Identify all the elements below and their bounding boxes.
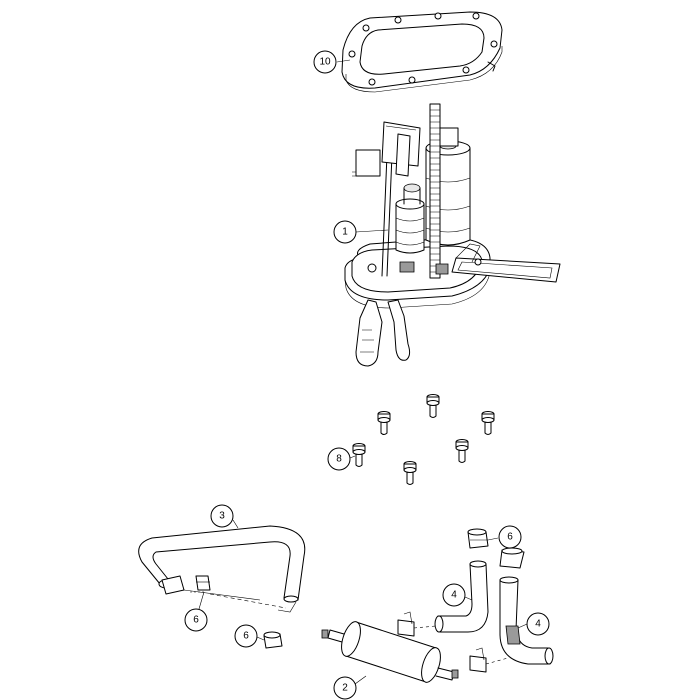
screw	[455, 439, 469, 463]
part-2-fuel-filter	[321, 611, 509, 683]
screw	[377, 411, 391, 435]
part-6-clamp	[467, 528, 489, 549]
callout-6c-label: 6	[243, 631, 249, 642]
callout-3: 3	[210, 504, 239, 529]
callout-6b-label: 6	[193, 615, 199, 626]
callout-6c: 6	[234, 624, 265, 648]
part-6-clamp	[263, 631, 283, 649]
part-4-hose	[434, 560, 489, 633]
callout-2-label: 2	[342, 683, 348, 694]
part-1-fuel-pump	[344, 103, 561, 367]
screw	[352, 443, 366, 467]
callout-4a: 4	[442, 583, 473, 607]
part-3-hose	[138, 525, 306, 613]
corrugated-pipe	[429, 103, 441, 279]
callout-10-label: 10	[319, 57, 331, 68]
part-4-hose	[499, 576, 554, 665]
callout-10: 10	[313, 50, 351, 74]
screw	[403, 461, 417, 485]
callout-1-label: 1	[342, 227, 348, 238]
callout-3-label: 3	[219, 511, 225, 522]
callout-8-label: 8	[336, 454, 342, 465]
callout-8: 8	[327, 447, 356, 471]
callout-6a-label: 6	[507, 532, 513, 543]
callout-6b: 6	[184, 591, 208, 632]
part-6-clamp	[499, 547, 525, 569]
part-10-gasket	[341, 11, 503, 93]
screw	[481, 411, 495, 435]
callout-6a: 6	[487, 525, 522, 549]
screw	[426, 394, 440, 418]
callout-2: 2	[333, 675, 367, 700]
callout-4a-label: 4	[451, 590, 457, 601]
part-8-screws	[352, 394, 495, 485]
callout-1: 1	[333, 220, 389, 244]
callout-4b: 4	[517, 612, 550, 636]
callout-4b-label: 4	[535, 619, 541, 630]
